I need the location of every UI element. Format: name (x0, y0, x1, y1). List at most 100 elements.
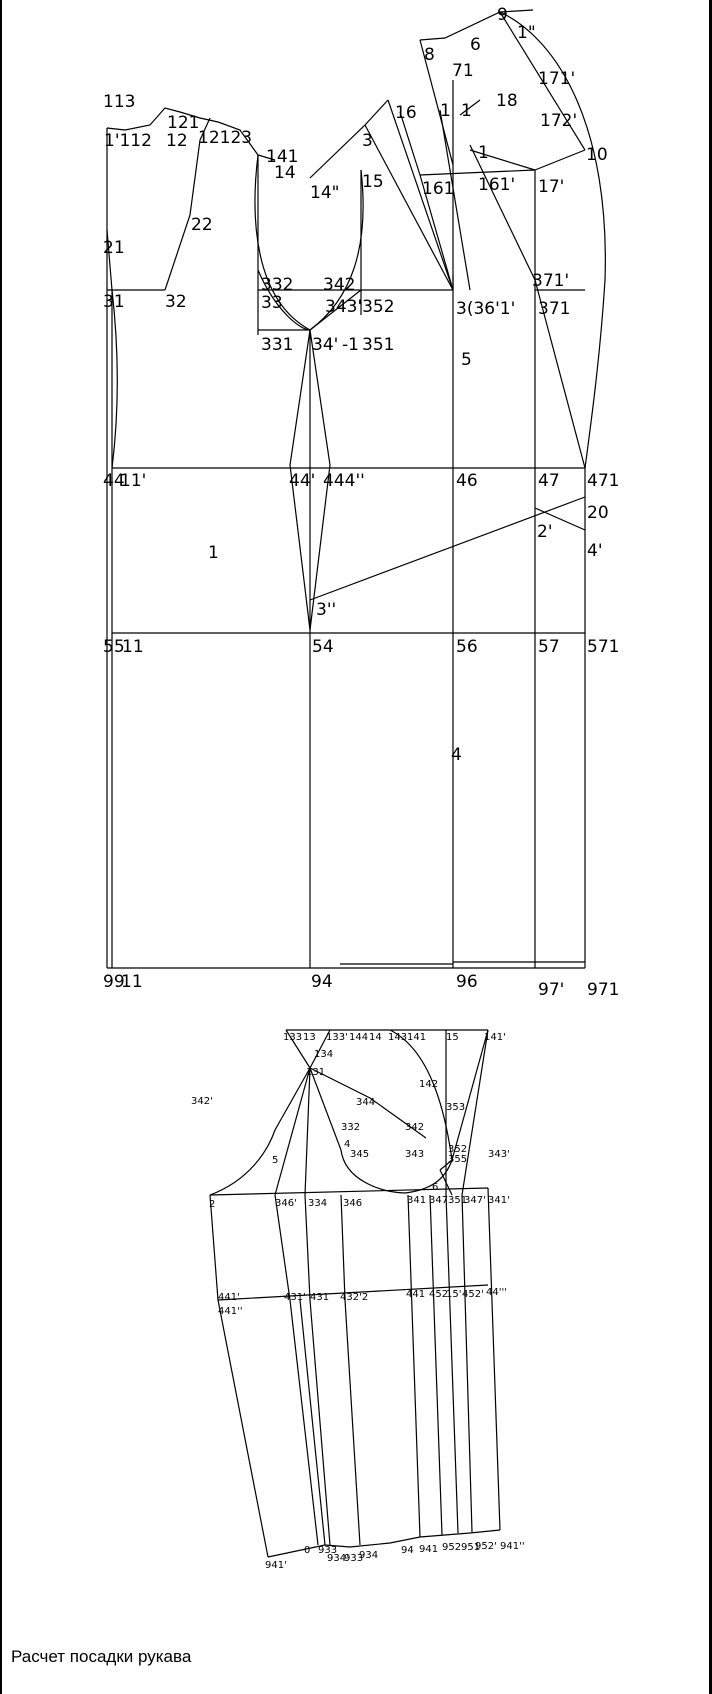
svg-text:141: 141 (407, 1032, 426, 1043)
svg-text:1: 1 (208, 543, 219, 563)
svg-text:371': 371' (532, 271, 569, 291)
svg-text:12: 12 (166, 131, 188, 151)
svg-text:21: 21 (103, 238, 125, 258)
svg-text:12123: 12123 (198, 128, 252, 148)
svg-text:8: 8 (424, 45, 435, 65)
svg-text:1: 1 (461, 101, 472, 121)
svg-text:444'': 444'' (323, 471, 365, 491)
svg-text:131: 131 (306, 1067, 325, 1078)
svg-text:2: 2 (209, 1199, 215, 1210)
svg-text:55: 55 (103, 637, 125, 657)
svg-text:4': 4' (587, 541, 603, 561)
svg-text:346': 346' (275, 1198, 297, 1209)
svg-text:171': 171' (538, 69, 575, 89)
svg-text:452: 452 (429, 1289, 448, 1300)
svg-text:5: 5 (461, 350, 472, 370)
svg-text:941': 941' (265, 1560, 287, 1571)
svg-text:4: 4 (451, 745, 462, 765)
svg-text:14": 14" (310, 183, 339, 203)
svg-text:57: 57 (538, 637, 560, 657)
svg-text:334: 334 (308, 1198, 327, 1209)
svg-text:331: 331 (261, 335, 293, 355)
svg-text:441: 441 (406, 1289, 425, 1300)
svg-text:15: 15 (446, 1032, 459, 1043)
svg-text:452': 452' (462, 1289, 484, 1300)
svg-text:3'': 3'' (316, 600, 336, 620)
svg-text:571: 571 (587, 637, 619, 657)
svg-text:952': 952' (475, 1541, 497, 1552)
svg-text:933: 933 (318, 1545, 337, 1556)
svg-text:441': 441' (218, 1292, 240, 1303)
svg-text:141': 141' (484, 1032, 506, 1043)
svg-text:16: 16 (395, 103, 417, 123)
svg-text:143: 143 (388, 1032, 407, 1043)
svg-text:431': 431' (284, 1292, 306, 1303)
svg-text:351: 351 (448, 1195, 467, 1206)
svg-text:952: 952 (442, 1542, 461, 1553)
svg-text:346: 346 (343, 1198, 362, 1209)
svg-text:18: 18 (496, 91, 518, 111)
svg-text:161': 161' (478, 175, 515, 195)
svg-text:471: 471 (587, 471, 619, 491)
bodice-labels: 113 1'112 12 121 12123 141 14 14" 15 16 … (103, 5, 619, 1000)
svg-text:71: 71 (452, 61, 474, 81)
svg-text:5: 5 (272, 1155, 278, 1166)
svg-text:47: 47 (538, 471, 560, 491)
svg-text:1: 1 (478, 143, 489, 163)
svg-text:14: 14 (369, 1032, 382, 1043)
svg-text:941: 941 (419, 1544, 438, 1555)
svg-text:343': 343' (488, 1149, 510, 1160)
bodice-pattern (106, 9, 606, 969)
svg-text:3: 3 (362, 131, 373, 151)
svg-text:432'2: 432'2 (340, 1292, 368, 1303)
svg-text:-1: -1 (342, 335, 359, 355)
svg-text:6: 6 (432, 1182, 438, 1193)
svg-text:13: 13 (303, 1032, 316, 1043)
svg-text:20: 20 (587, 503, 609, 523)
svg-text:353: 353 (446, 1102, 465, 1113)
svg-text:15: 15 (362, 172, 384, 192)
svg-text:34': 34' (312, 335, 338, 355)
svg-text:441'': 441'' (218, 1306, 243, 1317)
left-border (0, 0, 2, 1694)
svg-text:172': 172' (540, 111, 577, 131)
svg-text:17': 17' (538, 177, 564, 197)
svg-text:371: 371 (538, 299, 570, 319)
sleeve-fit-caption: Расчет посадки рукава (11, 1647, 192, 1666)
svg-text:341': 341' (488, 1195, 510, 1206)
svg-text:0: 0 (304, 1545, 310, 1556)
svg-text:934': 934' (327, 1553, 349, 1564)
sleeve-pattern (209, 1029, 501, 1558)
svg-text:33: 33 (261, 293, 283, 313)
svg-text:4: 4 (344, 1139, 350, 1150)
svg-text:6: 6 (470, 35, 481, 55)
svg-text:351: 351 (362, 335, 394, 355)
svg-text:1'112: 1'112 (104, 131, 152, 151)
svg-text:46: 46 (456, 471, 478, 491)
svg-text:144: 144 (349, 1032, 368, 1043)
svg-text:113: 113 (103, 92, 135, 112)
svg-text:94: 94 (401, 1545, 414, 1556)
svg-text:134: 134 (314, 1049, 333, 1060)
svg-text:352: 352 (448, 1144, 467, 1155)
svg-text:941'': 941'' (500, 1541, 525, 1552)
svg-text:342: 342 (405, 1122, 424, 1133)
svg-text:11': 11' (120, 471, 146, 491)
svg-text:355: 355 (448, 1154, 467, 1165)
svg-text:9: 9 (497, 5, 508, 25)
svg-text:951: 951 (461, 1542, 480, 1553)
svg-text:1: 1 (440, 101, 451, 121)
svg-text:332: 332 (261, 275, 293, 295)
svg-text:161: 161 (422, 179, 454, 199)
svg-text:347: 347 (429, 1195, 448, 1206)
svg-text:344: 344 (356, 1097, 375, 1108)
svg-text:32: 32 (165, 292, 187, 312)
svg-text:133: 133 (283, 1032, 302, 1043)
svg-text:933: 933 (344, 1553, 363, 1564)
svg-text:343: 343 (405, 1149, 424, 1160)
svg-text:342': 342' (191, 1096, 213, 1107)
svg-text:44''': 44''' (486, 1287, 507, 1298)
svg-text:96: 96 (456, 972, 478, 992)
